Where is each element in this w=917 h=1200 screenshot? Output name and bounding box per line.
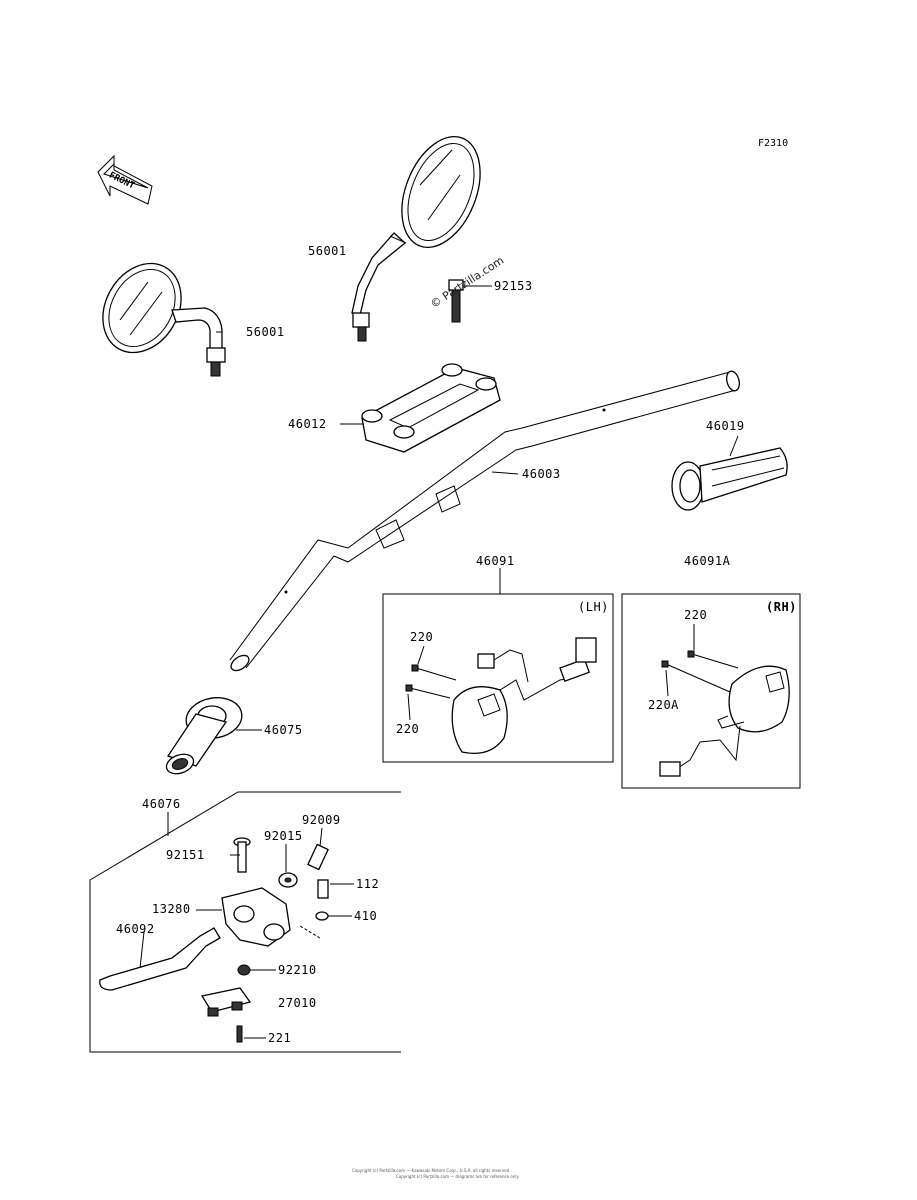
- lever-assembly-frame: [89, 791, 401, 1053]
- label-washer-410: 410: [354, 909, 378, 923]
- mirror-right-part: [351, 135, 481, 342]
- label-handlebar-46003: 46003: [522, 467, 561, 481]
- box-tag-lh: (LH): [578, 600, 609, 614]
- label-bolt-92151: 92151: [166, 848, 205, 862]
- holder-46012-part: [361, 363, 501, 453]
- mirror-left-part: [102, 262, 226, 377]
- label-nut-92210: 92210: [278, 963, 317, 977]
- label-mirror-right: 56001: [308, 244, 347, 258]
- footer-line-1: Copyright (c) Partzilla.com — Kawasaki M…: [352, 1168, 510, 1173]
- label-screw-92009: 92009: [302, 813, 341, 827]
- switch-box-lh: [382, 593, 614, 763]
- label-grip-46075: 46075: [264, 723, 303, 737]
- handlebar-46003-part: [229, 370, 740, 672]
- front-arrow-icon: [97, 154, 153, 205]
- label-switch-27010: 27010: [278, 996, 317, 1010]
- label-screw-220-rh: 220: [684, 608, 708, 622]
- footer-line-2: Copyright (c) Partzilla.com — diagrams a…: [396, 1174, 519, 1179]
- bolt-92153-part: [448, 279, 464, 323]
- label-lever-46092: 46092: [116, 922, 155, 936]
- label-mirror-left: 56001: [246, 325, 285, 339]
- switch-box-rh: [621, 593, 801, 789]
- label-switch-46091: 46091: [476, 554, 515, 568]
- label-holder-13280: 13280: [152, 902, 191, 916]
- label-screw-221: 221: [268, 1031, 292, 1045]
- figure-code: F2310: [758, 138, 789, 149]
- switch-46091-part: [405, 637, 597, 755]
- label-bolt-112: 112: [356, 877, 380, 891]
- label-holder-46012: 46012: [288, 417, 327, 431]
- leader-lines: [139, 235, 739, 1039]
- grip-46075-part: [165, 697, 243, 775]
- label-collar-92015: 92015: [264, 829, 303, 843]
- label-switch-46091A: 46091A: [684, 554, 731, 568]
- switch-46091A-part: [659, 650, 790, 777]
- box-tag-rh: (RH): [766, 600, 797, 614]
- grip-46019-part: [671, 447, 788, 511]
- label-screw-220-lh-bottom: 220: [396, 722, 420, 736]
- label-bolt-92153: 92153: [494, 279, 533, 293]
- label-screw-220A-rh: 220A: [648, 698, 679, 712]
- label-lever-assy-46076: 46076: [142, 797, 181, 811]
- lever-assembly-parts: [99, 837, 329, 1043]
- label-screw-220-lh-top: 220: [410, 630, 434, 644]
- label-grip-46019: 46019: [706, 419, 745, 433]
